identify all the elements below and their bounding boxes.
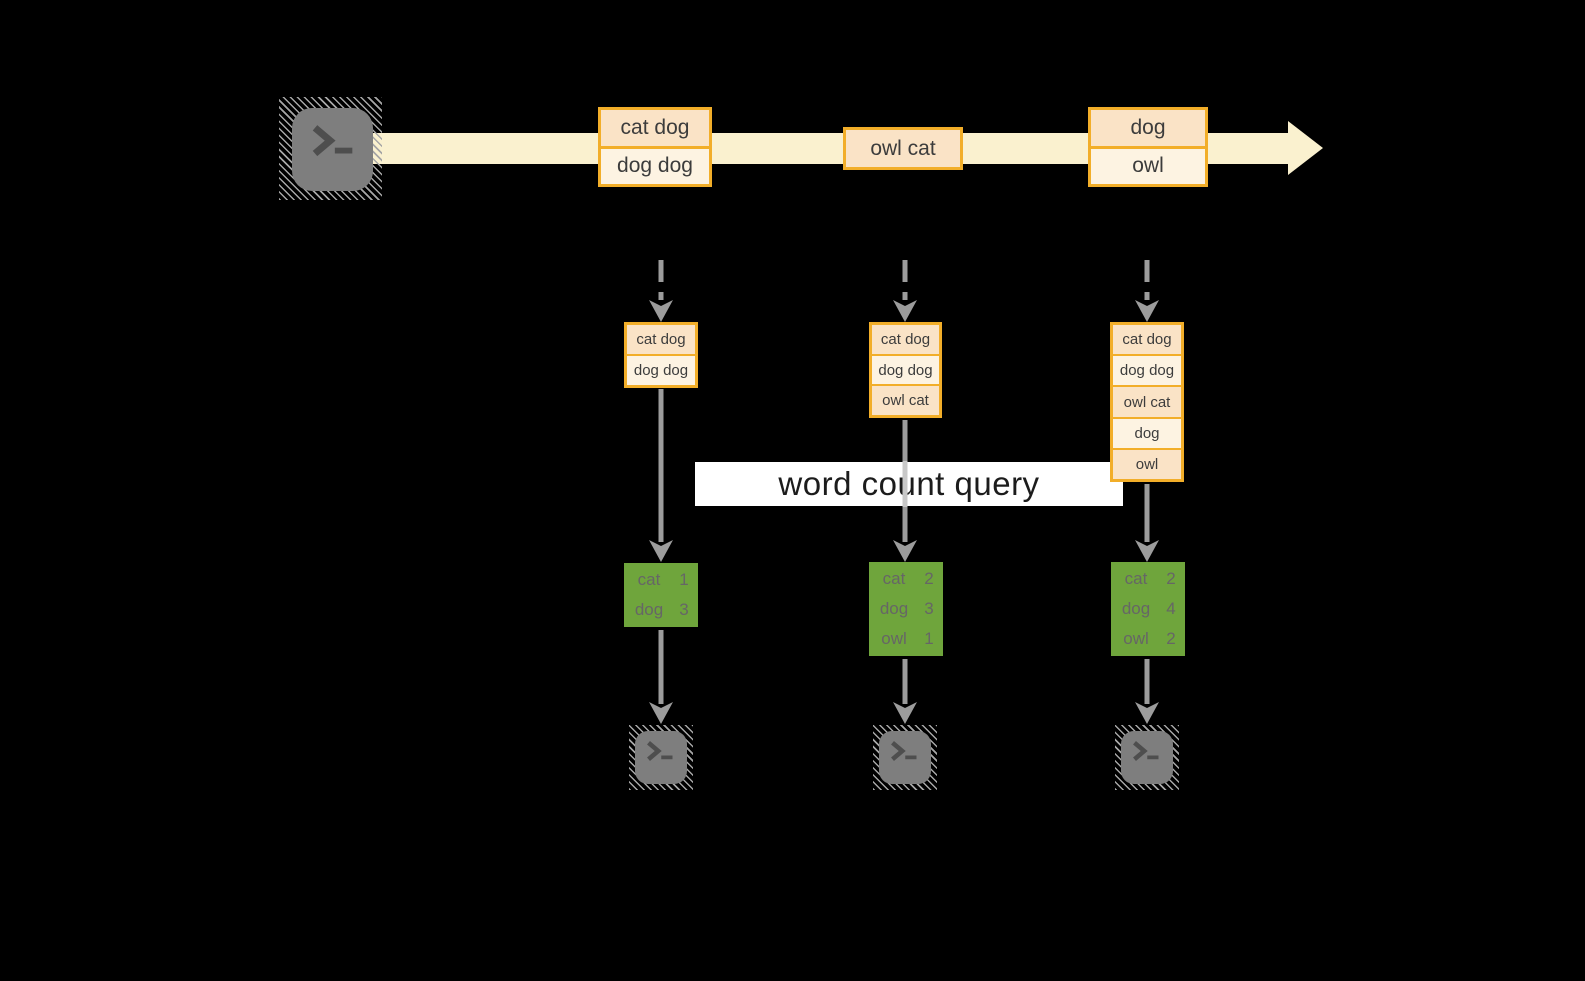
stream-source-terminal [279, 97, 382, 200]
count-cell: 3 [924, 599, 934, 618]
ingest-arrow-1 [649, 260, 673, 322]
count-cell: 4 [1166, 599, 1176, 618]
buffer-row: owl [1113, 447, 1181, 480]
word-cell: owl [1123, 629, 1149, 648]
buffer-row: cat dog [872, 325, 939, 354]
terminal-icon [1121, 731, 1173, 784]
buffer-row: owl cat [872, 384, 939, 416]
word-cell: cat [1124, 569, 1148, 588]
word-cell: cat [882, 569, 906, 588]
batch-row: owl [1091, 145, 1205, 184]
query-arrow-2 [893, 420, 917, 562]
sink-terminal-2 [873, 725, 937, 790]
sink-terminal-3 [1115, 725, 1179, 790]
query-banner: word count query [695, 462, 1123, 506]
terminal-icon [292, 108, 373, 191]
stream-batch-2: owl cat [843, 127, 963, 170]
output-arrow-1 [649, 630, 673, 724]
count-cell: 2 [924, 569, 934, 588]
prompt-icon [312, 125, 353, 157]
prompt-icon [647, 741, 673, 761]
buffer-row: dog dog [1113, 354, 1181, 386]
query-banner-label: word count query [778, 465, 1040, 502]
buffer-stack-2: cat dog dog dog owl cat [869, 322, 942, 418]
count-cell: 1 [679, 570, 689, 589]
buffer-row: dog dog [627, 354, 695, 385]
count-cell: 1 [924, 629, 934, 648]
output-arrows [649, 630, 1159, 724]
prompt-icon [891, 741, 917, 761]
output-arrow-2 [893, 659, 917, 724]
word-cell: dog [1121, 599, 1151, 618]
buffer-stack-3: cat dog dog dog owl cat dog owl [1110, 322, 1184, 482]
word-cell: cat [637, 570, 661, 589]
count-table-3: cat 2 dog 4 owl 2 [1111, 562, 1185, 656]
output-arrow-3 [1135, 659, 1159, 724]
batch-row: dog [1091, 110, 1205, 146]
batch-row: cat dog [601, 110, 709, 146]
sink-terminal-1 [629, 725, 693, 790]
prompt-icon [1133, 741, 1159, 761]
count-cell: 2 [1166, 569, 1176, 588]
word-cell: owl [881, 629, 907, 648]
word-cell: dog [879, 599, 909, 618]
query-arrow-1 [649, 389, 673, 562]
buffer-row: dog dog [872, 353, 939, 385]
buffer-row: cat dog [1113, 325, 1181, 355]
batch-row: dog dog [601, 145, 709, 184]
count-table-1: cat 1 dog 3 [624, 563, 698, 627]
stream-batch-1: cat dog dog dog [598, 107, 712, 187]
buffer-row: cat dog [627, 325, 695, 354]
ingest-arrow-2 [893, 260, 917, 322]
count-cell: 3 [679, 600, 689, 619]
count-table-2: cat 2 dog 3 owl 1 [869, 562, 943, 656]
ingest-arrows [649, 260, 1159, 322]
terminal-icon [879, 731, 931, 784]
count-cell: 2 [1166, 629, 1176, 648]
buffer-row: owl cat [1113, 385, 1181, 417]
word-cell: dog [634, 600, 664, 619]
stream-batch-3: dog owl [1088, 107, 1208, 187]
terminal-icon [635, 731, 687, 784]
query-arrows [649, 389, 1159, 562]
ingest-arrow-3 [1135, 260, 1159, 322]
buffer-stack-1: cat dog dog dog [624, 322, 698, 388]
buffer-row: dog [1113, 416, 1181, 448]
query-arrow-3 [1135, 484, 1159, 562]
batch-row: owl cat [846, 130, 960, 167]
